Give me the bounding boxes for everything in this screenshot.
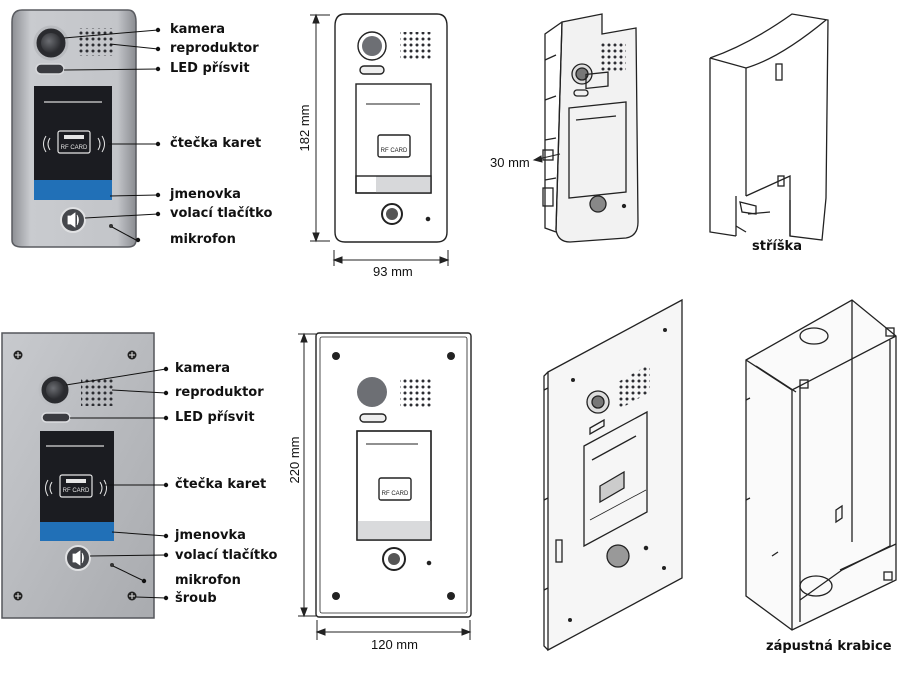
flush-box-drawing [745,299,897,631]
label-screw: šroub [175,591,217,606]
led-light-icon [35,63,65,75]
name-tag [34,180,112,200]
rain-hood-drawing [709,13,829,241]
top-panel-front-drawing: RF CARD [334,13,448,243]
bottom-panel-photo: RF CARD [1,332,169,619]
dimension-height-bottom: 220 mm [287,436,302,484]
dimension-height-top: 182 mm [297,104,312,152]
label-camera: kamera [170,22,225,37]
dimension-width-bottom: 120 mm [371,637,418,652]
bottom-leader-lines [65,368,167,599]
top-panel-side-drawing [542,13,639,243]
rf-card-icon [57,130,91,154]
label-microphone: mikrofon [170,232,236,247]
label-microphone-bottom: mikrofon [175,573,241,588]
top-panel-photo: RF CARD [11,9,161,248]
svg-text:RF CARD: RF CARD [382,491,409,497]
rf-card-text: RF CARD [61,145,88,151]
label-call-button-bottom: volací tlačítko [175,548,278,563]
depth-dimension [532,153,561,163]
label-led-bottom: LED přísvit [175,410,255,425]
svg-text:RF CARD: RF CARD [63,488,90,494]
label-card-reader-bottom: čtečka karet [175,477,267,492]
bottom-dimension-lines [298,332,472,640]
label-name-tag: jmenovka [170,187,241,202]
label-speaker: reproduktor [170,41,259,56]
label-led: LED přísvit [170,61,250,76]
dimension-width-top: 93 mm [373,264,413,279]
label-flush-box: zápustná krabice [766,639,892,654]
bottom-panel-front-drawing: RF CARD [315,332,472,618]
dimension-depth: 30 mm [490,155,530,170]
label-rain-hood: stříška [752,239,802,254]
label-call-button: volací tlačítko [170,206,273,221]
label-camera-bottom: kamera [175,361,230,376]
top-leader-lines [63,29,159,241]
speaker-grille-icon [78,28,114,56]
svg-text:RF CARD: RF CARD [381,148,408,154]
top-dimension-lines [310,13,450,266]
label-speaker-bottom: reproduktor [175,385,264,400]
label-card-reader: čtečka karet [170,136,262,151]
label-name-tag-bottom: jmenovka [175,528,246,543]
bottom-panel-side-drawing [543,298,683,652]
